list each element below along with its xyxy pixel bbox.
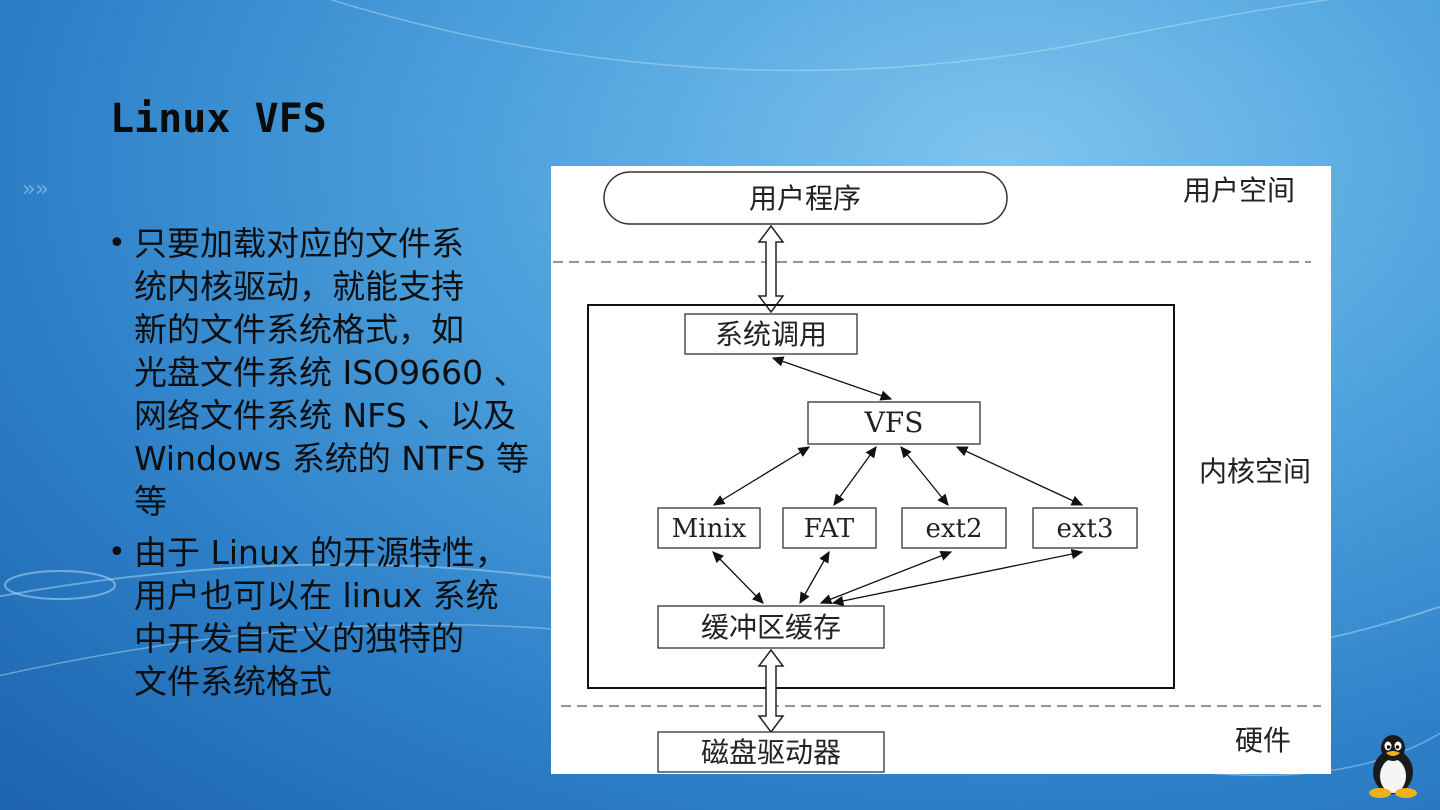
- bullet-dot-icon: •: [108, 222, 126, 265]
- bullet-list: • 只要加载对应的文件系 统内核驱动，就能支持 新的文件系统格式，如 光盘文件系…: [108, 222, 548, 711]
- user-program-label: 用户程序: [749, 182, 861, 215]
- tux-penguin-icon: [1364, 732, 1422, 798]
- fat-label: FAT: [804, 514, 855, 544]
- arrow-fat-buffer: [800, 552, 829, 603]
- zone-label-user: 用户空间: [1183, 174, 1295, 207]
- bullet-line: 用户也可以在 linux 系统: [134, 574, 548, 617]
- ext2-label: ext2: [925, 514, 982, 544]
- arrow-ext3-buffer: [833, 552, 1082, 603]
- disk-driver-label: 磁盘驱动器: [701, 736, 841, 769]
- arrow-vfs-ext2: [901, 447, 948, 505]
- vfs-label: VFS: [864, 406, 924, 439]
- vfs-diagram: 用户空间 内核空间 硬件 用户程序 系统调用 VFS Minix FAT ext…: [551, 166, 1331, 774]
- arrow-vfs-minix: [714, 447, 809, 505]
- syscall-label: 系统调用: [715, 318, 827, 351]
- bullet-line: 统内核驱动，就能支持: [134, 265, 548, 308]
- zone-label-hardware: 硬件: [1235, 724, 1291, 757]
- bullet-line: 网络文件系统 NFS 、以及: [134, 394, 548, 437]
- slide-title: Linux VFS: [110, 96, 327, 142]
- user-syscall-double-arrow: [759, 226, 783, 312]
- zone-label-kernel: 内核空间: [1199, 455, 1311, 488]
- buffer-cache-label: 缓冲区缓存: [701, 611, 841, 644]
- bullet-line: 新的文件系统格式，如: [134, 308, 548, 351]
- bullet-line: 文件系统格式: [134, 660, 548, 703]
- bullet-item: • 只要加载对应的文件系 统内核驱动，就能支持 新的文件系统格式，如 光盘文件系…: [108, 222, 548, 523]
- buffer-disk-double-arrow: [759, 650, 783, 732]
- bullet-line: 由于 Linux 的开源特性，: [134, 531, 548, 574]
- bullet-item: • 由于 Linux 的开源特性， 用户也可以在 linux 系统 中开发自定义…: [108, 531, 548, 703]
- arrow-syscall-vfs: [773, 358, 891, 399]
- bullet-line: 只要加载对应的文件系: [134, 222, 548, 265]
- bullet-line: 中开发自定义的独特的: [134, 617, 548, 660]
- ext3-label: ext3: [1056, 514, 1113, 544]
- arrow-ext2-buffer: [821, 552, 951, 603]
- bullet-line: 等: [134, 480, 548, 523]
- bullet-dot-icon: •: [108, 531, 126, 574]
- arrow-vfs-fat: [834, 447, 876, 505]
- bullet-line: 光盘文件系统 ISO9660 、: [134, 351, 548, 394]
- arrow-minix-buffer: [713, 552, 763, 603]
- bullet-line: Windows 系统的 NTFS 等: [134, 437, 548, 480]
- minix-label: Minix: [672, 514, 747, 544]
- arrow-vfs-ext3: [957, 447, 1082, 505]
- svg-text:»»: »»: [22, 177, 49, 202]
